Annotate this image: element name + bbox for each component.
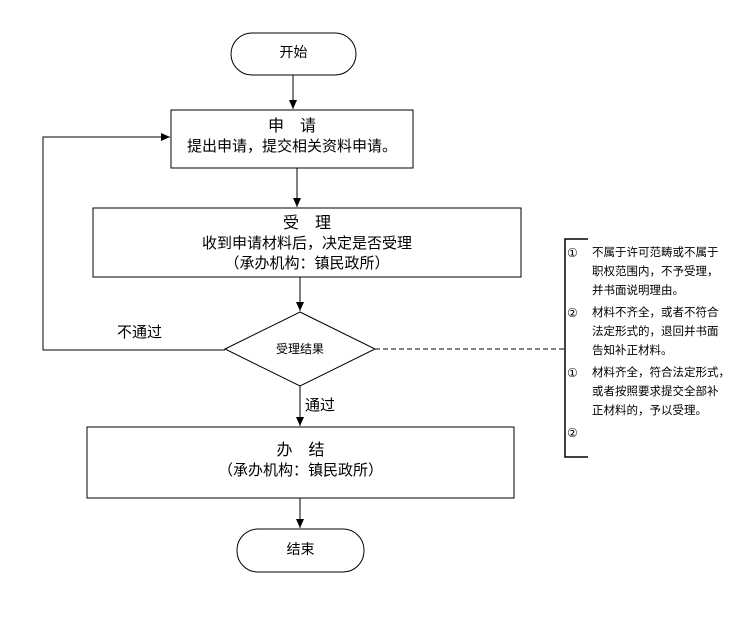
reject-edge-label: 不通过	[117, 323, 163, 341]
finish-org: （承办机构：镇民政所）	[217, 461, 383, 479]
note-1-marker: ①	[567, 246, 578, 260]
note-3-line-3: 正材料的，予以受理。	[592, 403, 707, 417]
notes-bracket	[564, 238, 588, 458]
pass-edge-label: 通过	[305, 396, 336, 414]
note-2-line-1: 材料不齐全，或者不符合	[592, 305, 719, 319]
apply-title: 申 请	[267, 116, 316, 135]
note-1: 不属于许可范畴或不属于 职权范围内，不予受理， 并书面说明理由。	[592, 243, 719, 300]
note-2: 材料不齐全，或者不符合 法定形式的，退回并书面 告知补正材料。	[592, 303, 719, 360]
note-1-line-2: 职权范围内，不予受理，	[592, 264, 719, 278]
note-3-marker: ①	[567, 366, 578, 380]
note-2-line-3: 告知补正材料。	[592, 343, 673, 357]
end-label: 结束	[286, 542, 315, 558]
note-4-marker: ②	[567, 426, 578, 440]
end-node	[236, 528, 365, 573]
decision-label: 受理结果	[275, 342, 324, 356]
accept-org: （承办机构：镇民政所）	[224, 254, 390, 272]
note-3: 材料齐全，符合法定形式， 或者按照要求提交全部补 正材料的，予以受理。	[592, 363, 730, 420]
apply-desc: 提出申请，提交相关资料申请。	[186, 137, 397, 155]
accept-title: 受 理	[282, 213, 331, 232]
note-1-line-3: 并书面说明理由。	[592, 283, 684, 297]
note-2-marker: ②	[567, 306, 578, 320]
note-2-line-2: 法定形式的，退回并书面	[592, 324, 719, 338]
start-label: 开始	[279, 45, 308, 61]
note-1-line-1: 不属于许可范畴或不属于	[592, 245, 719, 259]
finish-box	[86, 426, 515, 499]
arrow-reject-loop	[42, 133, 225, 351]
finish-title: 办 结	[276, 440, 325, 459]
accept-box	[92, 207, 522, 278]
note-3-line-1: 材料齐全，符合法定形式，	[592, 365, 730, 379]
accept-desc: 收到申请材料后，决定是否受理	[201, 234, 412, 252]
apply-box	[170, 109, 414, 169]
note-3-line-2: 或者按照要求提交全部补	[592, 384, 719, 398]
